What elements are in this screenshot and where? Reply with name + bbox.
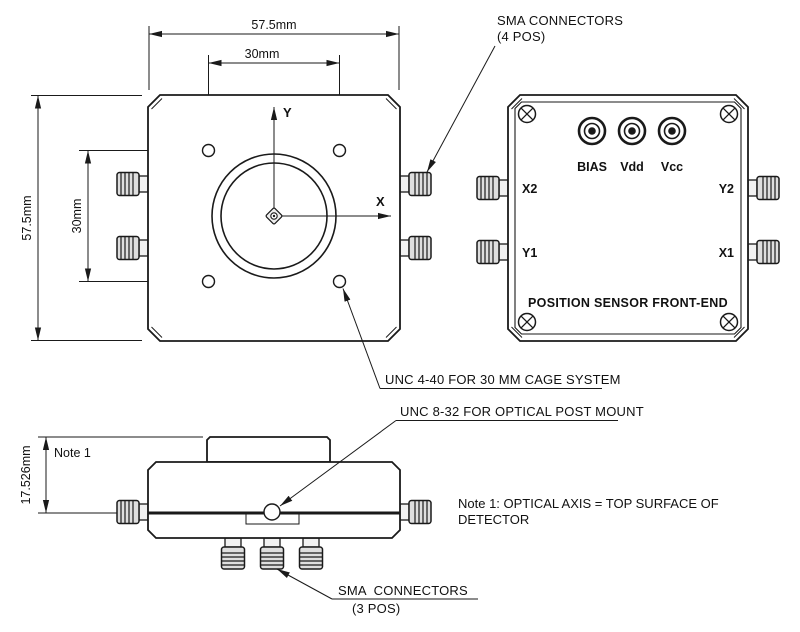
bias-port-label: BIAS: [577, 160, 607, 174]
cage-mounting-hole: [332, 143, 347, 158]
faceplate-outline: [514, 101, 742, 335]
port-label-x1: X1: [719, 246, 734, 260]
bottom-recess: [245, 514, 300, 525]
sma-connector: [116, 171, 149, 197]
note1-text-line2: DETECTOR: [458, 512, 529, 527]
post-mount-callout: UNC 8-32 FOR OPTICAL POST MOUNT: [400, 404, 644, 419]
dim-width-label: 57.5mm: [251, 18, 296, 32]
sma-connector: [399, 499, 432, 525]
corner-chamfer: [151, 326, 163, 338]
dim-height-label: 57.5mm: [20, 195, 34, 240]
x-axis-label: X: [376, 194, 385, 209]
housing-outline: [507, 94, 749, 342]
corner-chamfer: [511, 326, 523, 338]
sma-connector: [399, 235, 432, 261]
sma-connector: [116, 235, 149, 261]
port-label-y1: Y1: [522, 246, 537, 260]
leader-line: [276, 568, 333, 600]
corner-screw-icon: [719, 104, 739, 124]
vcc-port-label: Vcc: [661, 160, 683, 174]
back-view: SMA CONNECTORS (4 POS) BIAS Vdd Vcc X2 Y…: [426, 13, 780, 342]
side-view: 17.526mm Note 1 UNC 8-32 FOR OPTICAL POS…: [19, 404, 644, 616]
corner-chamfer: [733, 98, 745, 110]
sma-connector: [476, 175, 509, 201]
detector-symbol: [265, 207, 283, 225]
sma-4pos-callout-line2: (4 POS): [497, 29, 545, 44]
sma-3pos-callout-line1: SMA CONNECTORS: [338, 583, 468, 598]
dim-hole-spacing-label: 30mm: [245, 47, 280, 61]
cage-system-callout: UNC 4-40 FOR 30 MM CAGE SYSTEM: [385, 372, 621, 387]
vdd-port-icon: [617, 116, 647, 146]
cage-mounting-hole: [201, 274, 216, 289]
y-axis-label: Y: [283, 105, 292, 120]
post-mount-hole: [263, 503, 281, 521]
sma-3pos-callout-line2: (3 POS): [352, 601, 400, 616]
note-reference: Note 1: [54, 446, 91, 460]
dim-optical-axis-height-label: 17.526mm: [19, 445, 33, 504]
sma-connector: [259, 537, 285, 570]
corner-chamfer: [385, 98, 397, 110]
housing-outline: [147, 461, 401, 539]
port-label-y2: Y2: [719, 182, 734, 196]
cage-mounting-hole: [332, 274, 347, 289]
vcc-port-icon: [657, 116, 687, 146]
sma-connector: [747, 175, 780, 201]
drawing-notes: Note 1: OPTICAL AXIS = TOP SURFACE OF DE…: [458, 496, 719, 527]
vdd-port-label: Vdd: [620, 160, 644, 174]
leader-line: [426, 45, 496, 173]
corner-screw-icon: [719, 312, 739, 332]
front-view: 57.5mm 30mm 57.5mm 30mm Y X: [20, 18, 621, 389]
leader-line: [279, 420, 397, 507]
corner-screw-icon: [517, 312, 537, 332]
leader-line: [342, 288, 381, 389]
sma-connector: [220, 537, 246, 570]
sma-4pos-callout-line1: SMA CONNECTORS: [497, 13, 623, 28]
cage-mounting-hole: [201, 143, 216, 158]
sma-connector: [298, 537, 324, 570]
corner-screw-icon: [517, 104, 537, 124]
corner-chamfer: [385, 326, 397, 338]
sma-connector: [747, 239, 780, 265]
sma-connector: [399, 171, 432, 197]
top-boss-outline: [206, 436, 331, 463]
corner-chamfer: [511, 98, 523, 110]
corner-chamfer: [151, 98, 163, 110]
corner-chamfer: [733, 326, 745, 338]
port-label-x2: X2: [522, 182, 537, 196]
sma-connector: [116, 499, 149, 525]
note1-text-line1: Note 1: OPTICAL AXIS = TOP SURFACE OF: [458, 496, 719, 511]
panel-title: POSITION SENSOR FRONT-END: [528, 296, 728, 310]
dim-hole-spacing-vertical-label: 30mm: [70, 199, 84, 234]
sma-connector: [476, 239, 509, 265]
bias-port-icon: [577, 116, 607, 146]
